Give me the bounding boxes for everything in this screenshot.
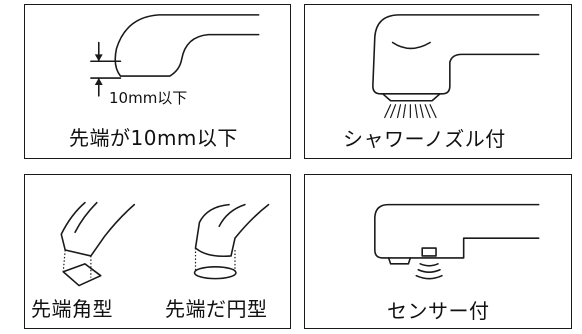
oval-tip-faucet-icon <box>193 203 270 280</box>
caption-sensor: センサー付 <box>387 299 490 323</box>
panel-tip-shapes: 先端角型 先端だ円型 <box>24 174 291 329</box>
square-tip-faucet-icon <box>60 201 136 287</box>
faucet-tip-icon <box>90 14 260 97</box>
panel-tip-10mm: 10mm以下 先端が10mm以下 <box>24 4 291 159</box>
caption-shower-nozzle: シャワーノズル付 <box>343 127 506 151</box>
tip-shapes-illustration <box>60 201 270 287</box>
caption-tip-10mm: 先端が10mm以下 <box>69 126 238 150</box>
panel-shower-nozzle: シャワーノズル付 <box>304 4 572 159</box>
dimension-label: 10mm以下 <box>109 89 188 107</box>
sensor-faucet-icon <box>374 203 540 280</box>
caption-square-tip: 先端角型 <box>31 297 113 321</box>
panel-sensor: センサー付 <box>304 174 572 329</box>
caption-oval-tip: 先端だ円型 <box>165 297 268 321</box>
shower-nozzle-faucet-icon <box>372 14 540 119</box>
